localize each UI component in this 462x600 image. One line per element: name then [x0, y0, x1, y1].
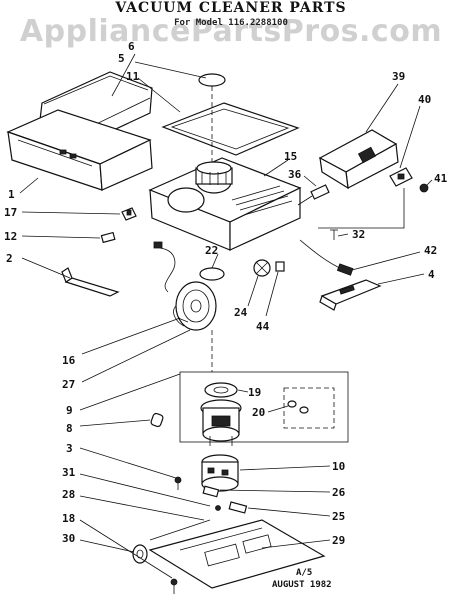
- watermark: AppliancePartsPros.com: [19, 14, 443, 49]
- part-31-screw: [215, 505, 221, 511]
- callout-25: 25: [332, 510, 345, 523]
- part-9-motor-assembly-frame: [179, 330, 349, 443]
- callout-16: 16: [62, 354, 76, 367]
- part-10-ring: [201, 454, 239, 492]
- callout-31: 31: [62, 466, 76, 479]
- callout-1: 1: [8, 188, 15, 201]
- callout-42: 42: [424, 244, 437, 257]
- callout-6: 6: [128, 40, 135, 53]
- callout-15: 15: [284, 150, 297, 163]
- part-4-handle: [319, 279, 382, 311]
- callout-labels: 6 5 11 39 40 15 36 41 1 17 32 12 22 42 2…: [4, 40, 448, 547]
- part-39-switch-housing: [318, 129, 399, 190]
- part-2-bracket: [61, 267, 120, 297]
- callout-39: 39: [392, 70, 405, 83]
- part-20-brushes: [287, 400, 309, 414]
- part-18-screw: [170, 578, 178, 594]
- part-32-screw: [330, 229, 338, 240]
- callout-20: 20: [252, 406, 265, 419]
- model-number: For Model 116.2288100: [174, 18, 288, 28]
- callout-4: 4: [428, 268, 435, 281]
- callout-8: 8: [66, 422, 73, 435]
- callout-28: 28: [62, 488, 75, 501]
- part-12-clip: [100, 231, 116, 244]
- callout-32: 32: [352, 228, 365, 241]
- leader-lines: [19, 53, 433, 579]
- part-11-gasket: [161, 86, 300, 165]
- footer-date: AUGUST 1982: [272, 580, 332, 590]
- part-40-switch: [389, 167, 413, 187]
- callout-40: 40: [418, 93, 431, 106]
- part-8-bushing: [150, 412, 164, 428]
- callout-29: 29: [332, 534, 345, 547]
- part-44-clip: [275, 261, 285, 272]
- callout-41: 41: [434, 172, 448, 185]
- callout-17: 17: [4, 206, 17, 219]
- part-17-latch: [121, 207, 137, 221]
- part-5-disk: [198, 73, 226, 87]
- part-30-wheel: [132, 544, 148, 564]
- callout-44: 44: [256, 320, 270, 333]
- callout-22: 22: [205, 244, 218, 257]
- part-25-clip: [228, 501, 248, 514]
- part-15-base: [148, 157, 302, 251]
- part-16-cord-reel: [173, 281, 217, 331]
- part-29-bottom-plate: [148, 519, 326, 589]
- callout-36: 36: [288, 168, 302, 181]
- switch-lead-lines: [318, 188, 405, 229]
- callout-3: 3: [66, 442, 73, 455]
- motor: [200, 399, 242, 446]
- part-3-screw: [174, 476, 182, 490]
- part-42-lead: [299, 239, 354, 276]
- part-28-axle: [149, 519, 211, 541]
- callout-27: 27: [62, 378, 75, 391]
- callout-18: 18: [62, 512, 75, 525]
- callout-24: 24: [234, 306, 248, 319]
- callout-2: 2: [6, 252, 13, 265]
- part-24-impeller: [253, 259, 271, 277]
- part-26-coupling: [202, 485, 220, 498]
- diagram-title: VACUUM CLEANER PARTS: [115, 0, 347, 16]
- part-1-housing: [6, 109, 153, 191]
- callout-19: 19: [248, 386, 261, 399]
- callout-30: 30: [62, 532, 75, 545]
- callout-12: 12: [4, 230, 17, 243]
- part-36-connector: [297, 184, 330, 206]
- callout-9: 9: [66, 404, 73, 417]
- callout-5: 5: [118, 52, 125, 65]
- callout-26: 26: [332, 486, 346, 499]
- callout-10: 10: [332, 460, 345, 473]
- part-19-filter-disk: [204, 382, 238, 398]
- callout-11: 11: [126, 70, 140, 83]
- footer-page: A/5: [296, 568, 313, 578]
